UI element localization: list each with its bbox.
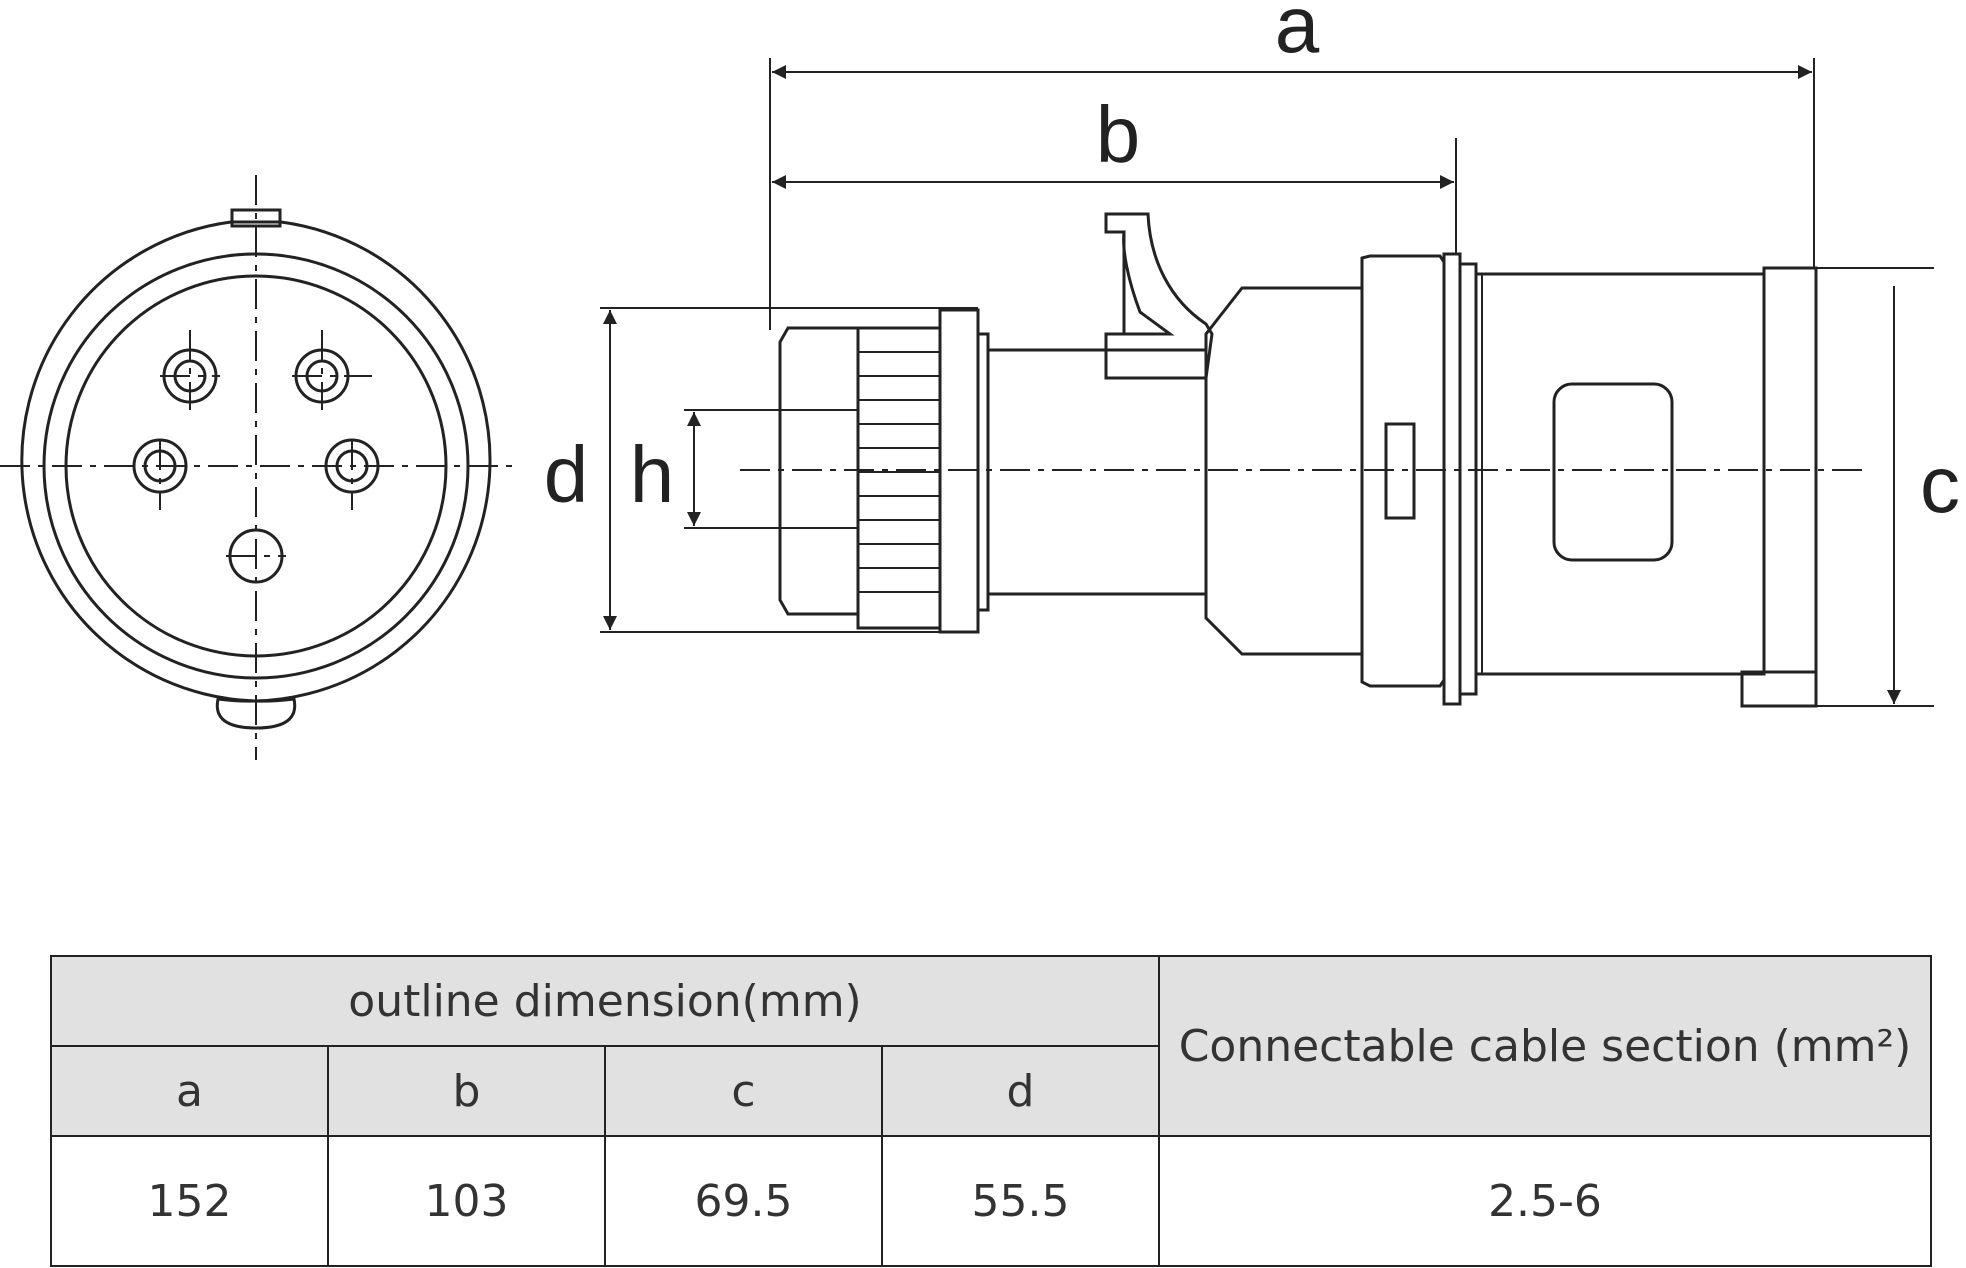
cable-section-header: Connectable cable section (mm²) — [1158, 955, 1932, 1137]
column-header-b: b — [327, 1045, 606, 1137]
dimension-table: outline dimension(mm) Connectable cable … — [50, 955, 1932, 1267]
label-d: d — [544, 430, 589, 519]
value-b: 103 — [327, 1135, 606, 1267]
value-d: 55.5 — [881, 1135, 1160, 1267]
column-header-d: d — [881, 1045, 1160, 1137]
label-h: h — [630, 430, 675, 519]
column-header-c: c — [604, 1045, 883, 1137]
cable-section-value: 2.5-6 — [1158, 1135, 1932, 1267]
label-b: b — [1096, 90, 1141, 179]
value-a: 152 — [50, 1135, 329, 1267]
outline-dimension-header: outline dimension(mm) — [50, 955, 1160, 1047]
value-c: 69.5 — [604, 1135, 883, 1267]
dimension-lines — [600, 58, 1934, 707]
front-view-centerlines — [0, 175, 512, 760]
dimension-arrows — [603, 65, 1901, 704]
label-c: c — [1920, 440, 1960, 529]
column-header-a: a — [50, 1045, 329, 1137]
label-a: a — [1275, 0, 1320, 69]
